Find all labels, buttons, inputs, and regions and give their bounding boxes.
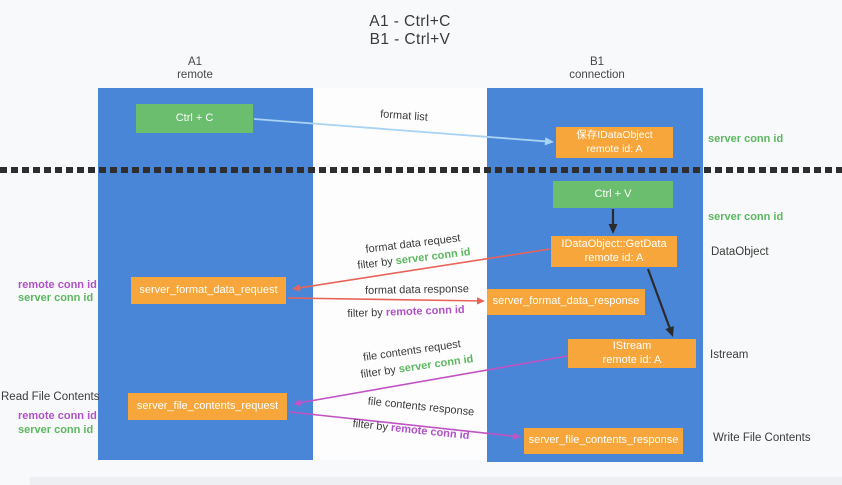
node-ctrl-c: Ctrl + C [136,104,253,133]
node-ctrl-v-label: Ctrl + V [594,187,632,200]
read-file-contents-label: Read File Contents [1,391,100,403]
title-line-1: A1 - Ctrl+C [369,13,451,30]
dataobject-label: DataObject [711,246,769,258]
left-top-remote-conn-id: remote conn id [18,279,97,291]
left-bottom-server-conn-id: server conn id [18,424,94,436]
node-save-idataobject: 保存IDataObject remote id: A [556,127,673,158]
node-save-idataobject-line2: remote id: A [586,142,643,155]
node-server-file-contents-response: server_file_contents_response [524,428,683,454]
left-top-server-conn-id: server conn id [18,292,94,304]
node-format-response-label: server_format_data_response [492,295,640,308]
node-server-format-data-response: server_format_data_response [487,289,645,315]
istream-label: Istream [710,349,749,361]
column-b1-name: B1 [589,56,605,68]
node-ctrl-v: Ctrl + V [553,181,673,208]
column-a1-name: A1 [187,56,203,68]
node-getdata-line1: IDataObject::GetData [561,238,667,250]
node-server-file-contents-request: server_file_contents_request [128,393,287,420]
left-bottom-remote-conn-id: remote conn id [18,410,97,422]
node-ctrl-c-label: Ctrl + C [175,111,214,124]
node-file-request-label: server_file_contents_request [136,399,279,412]
bottom-strip [30,477,842,485]
node-save-idataobject-line1: 保存IDataObject [576,129,653,141]
node-getdata-line2: remote id: A [584,251,644,264]
diagram-title: A1 - Ctrl+C B1 - Ctrl+V [250,13,570,48]
node-server-format-data-request: server_format_data_request [131,277,286,304]
node-istream-line1: IStream [612,340,652,352]
label-format-data-response: format data response [364,283,470,297]
node-file-response-label: server_file_contents_response [528,434,679,447]
column-a1-subtitle: remote [177,69,213,81]
right-mid-server-conn-id: server conn id [708,211,784,223]
node-istream: IStream remote id: A [568,339,696,368]
right-top-server-conn-id: server conn id [708,133,784,145]
column-b1-subtitle: connection [569,69,625,81]
column-header-b1: B1 connection [537,56,657,82]
node-format-request-label: server_format_data_request [139,283,278,296]
dashed-divider-line [0,167,842,173]
column-header-a1: A1 remote [135,56,255,82]
node-istream-line2: remote id: A [602,353,662,366]
node-idataobject-getdata: IDataObject::GetData remote id: A [551,236,677,267]
title-line-2: B1 - Ctrl+V [369,30,451,48]
filter-by-text: filter by [347,306,387,321]
write-file-contents-label: Write File Contents [713,432,811,444]
